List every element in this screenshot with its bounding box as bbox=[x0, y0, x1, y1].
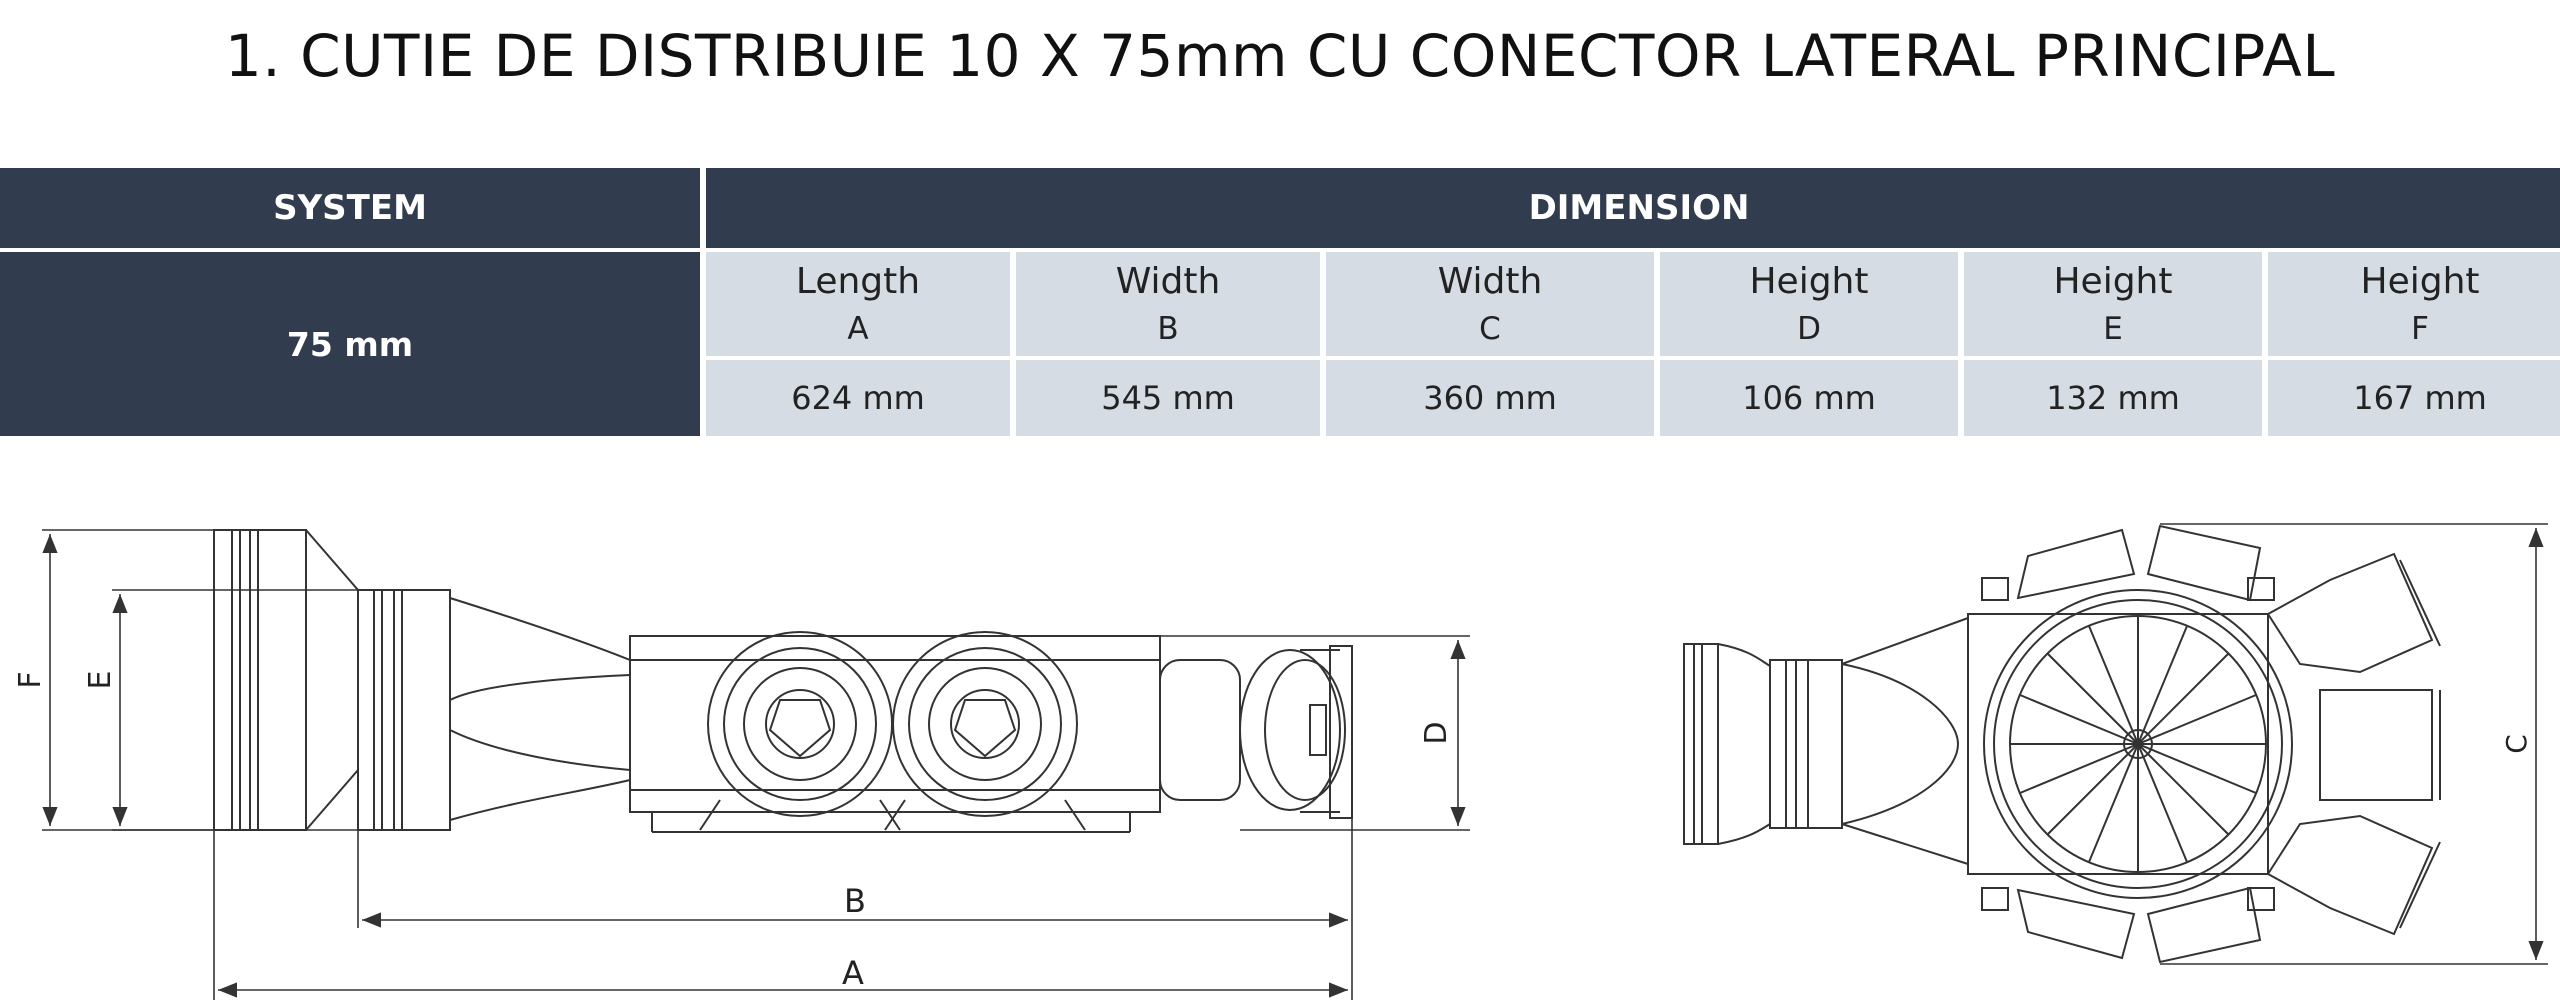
box-body bbox=[629, 635, 1161, 813]
system-header: SYSTEM bbox=[0, 168, 700, 248]
transition-cone bbox=[449, 597, 631, 821]
main-inlet-ring bbox=[213, 529, 307, 831]
bottom-outlet-1 bbox=[2016, 888, 2136, 960]
top-outlet-2 bbox=[2146, 524, 2262, 602]
label-b: B bbox=[844, 882, 866, 920]
outlet-1 bbox=[699, 631, 901, 831]
right-outlet-2 bbox=[2319, 689, 2433, 801]
top-dome bbox=[1983, 589, 2293, 899]
value-c: 360 mm bbox=[1326, 360, 1654, 436]
side-dimension-lines bbox=[42, 529, 1470, 1000]
dome-ribs bbox=[2010, 616, 2266, 872]
label-d: D bbox=[1419, 721, 1454, 744]
top-outlet-1 bbox=[2016, 528, 2136, 600]
top-dimension-lines bbox=[2160, 523, 2548, 965]
label-a: A bbox=[842, 954, 864, 992]
right-outlet-1 bbox=[2266, 552, 2434, 674]
value-f: 167 mm bbox=[2268, 360, 2560, 436]
value-b: 545 mm bbox=[1016, 360, 1320, 436]
right-outlet-3 bbox=[2266, 814, 2434, 936]
side-view-drawing bbox=[213, 529, 1353, 833]
label-e: E bbox=[83, 671, 118, 690]
label-c: C bbox=[2500, 734, 2533, 754]
bottom-outlet-2 bbox=[2146, 886, 2262, 964]
value-a: 624 mm bbox=[706, 360, 1010, 436]
top-box bbox=[1967, 613, 2269, 875]
page-title: 1. CUTIE DE DISTRIBUIE 10 X 75mm CU CONE… bbox=[224, 22, 2336, 90]
label-f: F bbox=[13, 671, 48, 688]
value-d: 106 mm bbox=[1660, 360, 1958, 436]
dimension-header: DIMENSION bbox=[706, 168, 2560, 248]
top-view-drawing bbox=[1683, 524, 2441, 964]
outlet-2 bbox=[884, 631, 1086, 831]
system-value: 75 mm bbox=[0, 252, 700, 436]
lateral-connector bbox=[1159, 659, 1241, 801]
secondary-ring bbox=[357, 589, 451, 831]
value-e: 132 mm bbox=[1964, 360, 2262, 436]
